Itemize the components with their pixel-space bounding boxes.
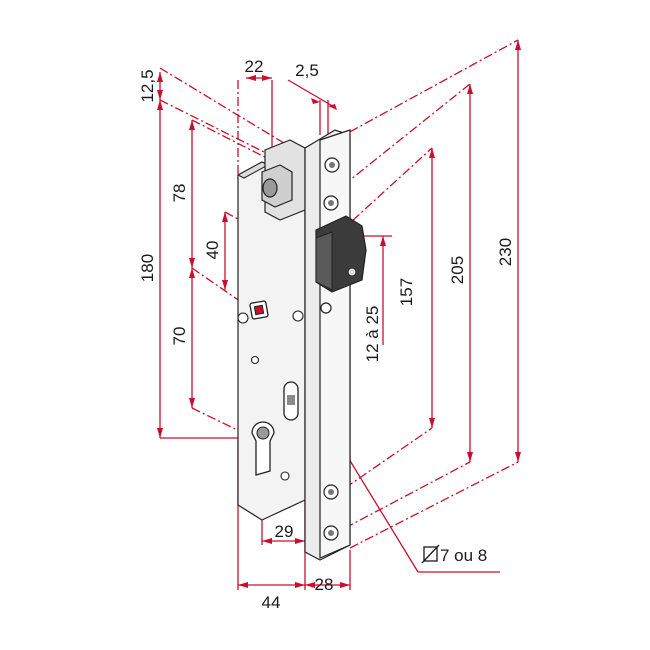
- arrow: [429, 148, 435, 158]
- ext-line-157-bottom: [344, 427, 433, 489]
- ext-line-top-12-5b: [159, 99, 281, 161]
- dim-label-205: 205: [448, 256, 467, 284]
- dim-label-12a25: 12 à 25: [363, 306, 382, 363]
- case-screw-3: [280, 471, 290, 481]
- dimension-labels: 12,5 22 2,5 78 40 180 70 230 205 157 12 …: [138, 57, 515, 612]
- dim-label-180: 180: [138, 254, 157, 282]
- faceplate-screw-mid: [320, 302, 332, 314]
- dim-label-70: 70: [170, 327, 189, 346]
- arrow: [157, 428, 163, 438]
- arrow: [222, 212, 228, 222]
- arrow: [189, 268, 195, 278]
- arrow: [515, 452, 521, 462]
- case-screw-1: [237, 312, 249, 324]
- dim-label-12-5: 12,5: [138, 69, 157, 102]
- ext-line-230-bottom: [349, 461, 519, 549]
- dim-label-157: 157: [397, 278, 416, 306]
- arrow: [305, 582, 315, 588]
- latch-bolt-face: [315, 231, 333, 291]
- ext-line-205-bottom: [344, 461, 471, 529]
- arrow: [157, 100, 163, 110]
- dim-label-29: 29: [275, 522, 294, 541]
- faceplate-screw-top-1: [324, 157, 340, 173]
- arrow: [189, 258, 195, 268]
- diameter-icon: [421, 544, 440, 564]
- top-block-hole: [262, 178, 278, 198]
- arrow: [222, 280, 228, 290]
- dim-label-44: 44: [262, 593, 281, 612]
- ext-line-230-top: [334, 39, 519, 141]
- ext-line-205-top: [329, 83, 471, 197]
- faceplate-screw-top-2: [323, 195, 339, 211]
- arrow: [380, 236, 386, 246]
- ext-line-70-bottom: [191, 407, 259, 441]
- arrow: [328, 104, 337, 110]
- arrow: [295, 582, 305, 588]
- dim-line-2-5: [287, 79, 337, 109]
- ext-line-157-top: [339, 147, 433, 233]
- arrow: [189, 398, 195, 408]
- latch-bolt-pin: [347, 267, 357, 277]
- arrow: [295, 538, 305, 544]
- arrow: [246, 75, 256, 81]
- follower-square-hole: [253, 304, 265, 316]
- faceplate-screw-bottom-2: [323, 525, 339, 541]
- dim-label-2-5: 2,5: [295, 61, 319, 80]
- dim-label-230: 230: [496, 238, 515, 266]
- dim-label-40: 40: [203, 241, 222, 260]
- case-slot-part: [287, 395, 295, 405]
- cylinder-cam: [256, 426, 270, 440]
- arrow: [340, 582, 350, 588]
- arrow: [515, 40, 521, 50]
- dim-label-hole-diameter: 7 ou 8: [440, 546, 487, 565]
- dim-label-28: 28: [315, 575, 334, 594]
- mortise-lock: [236, 129, 367, 561]
- case-rivet: [250, 355, 260, 365]
- dim-label-22: 22: [245, 57, 264, 76]
- arrow: [311, 98, 320, 104]
- case-screw-2: [292, 310, 304, 322]
- arrow: [467, 84, 473, 94]
- arrow: [467, 452, 473, 462]
- arrow: [238, 582, 248, 588]
- arrow: [189, 120, 195, 130]
- dimension-lines: [157, 39, 521, 590]
- arrow: [429, 418, 435, 428]
- arrow: [262, 75, 272, 81]
- arrow: [262, 538, 272, 544]
- faceplate-screw-bottom-1: [323, 484, 339, 500]
- ext-line-78: [191, 119, 301, 176]
- arrow: [157, 72, 163, 82]
- arrow: [157, 90, 163, 100]
- dim-label-78: 78: [170, 184, 189, 203]
